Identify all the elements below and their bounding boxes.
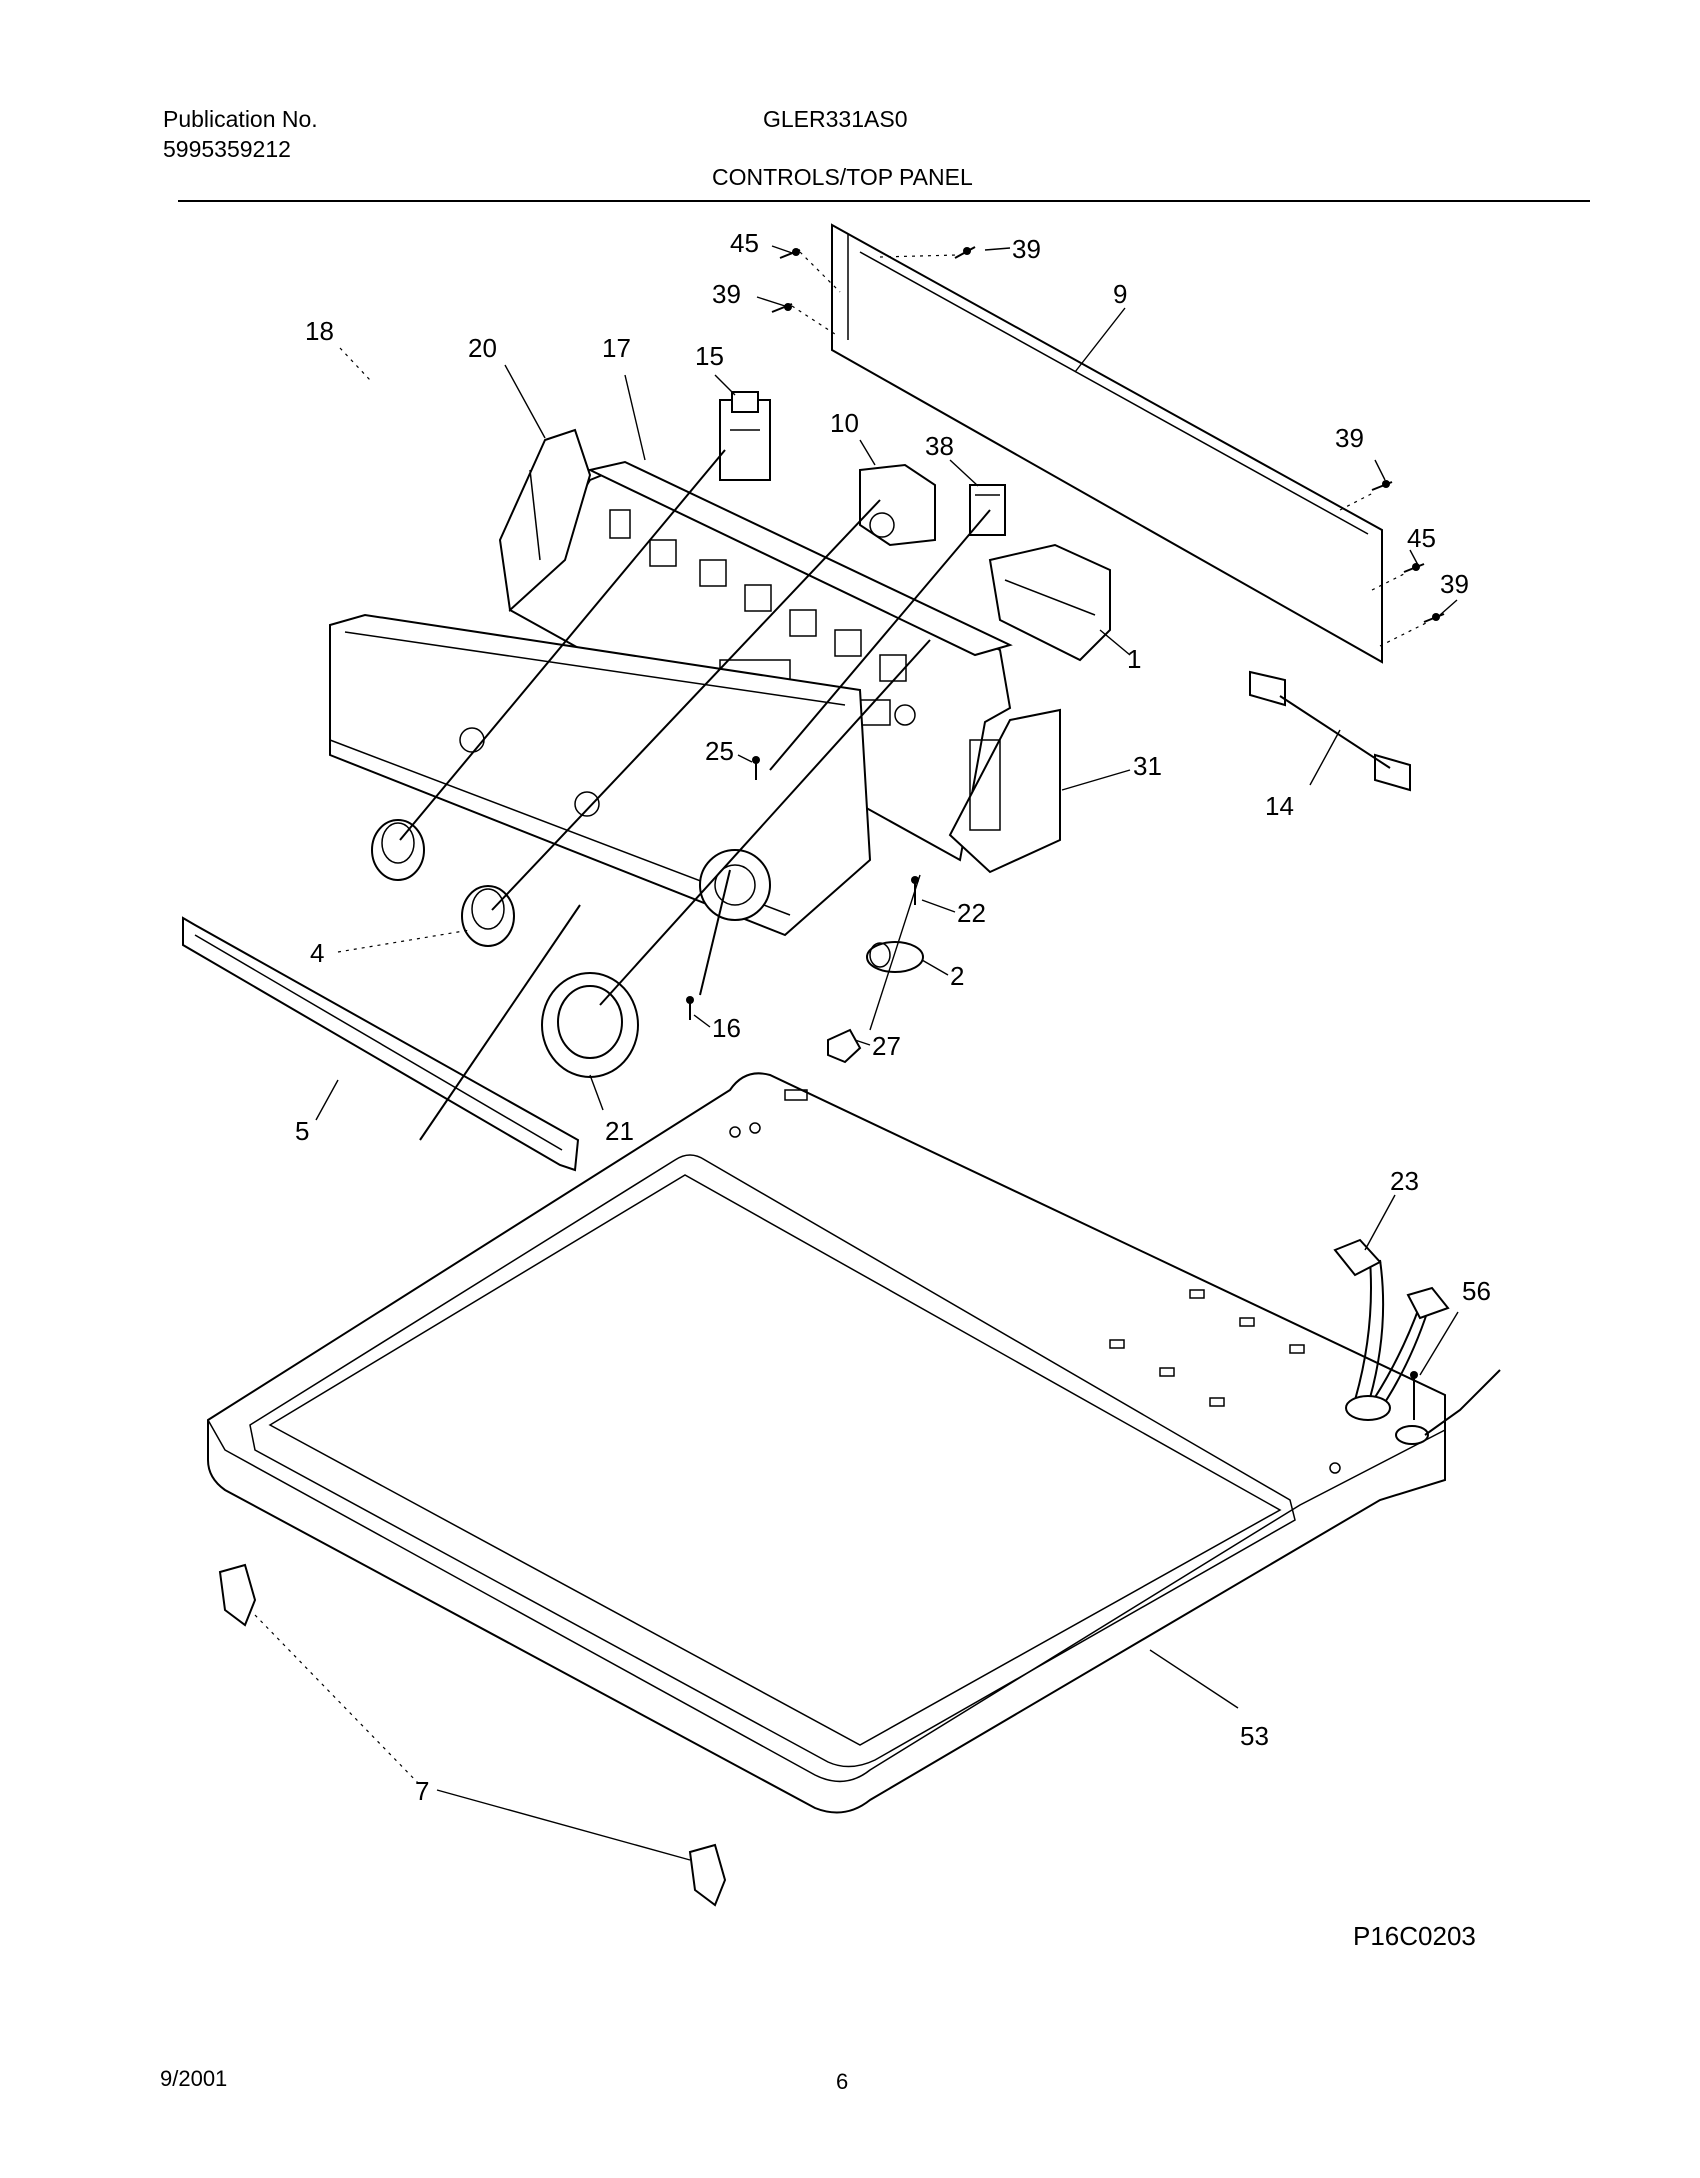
screws-top-left (771, 246, 976, 337)
callout-labels: 45 39 39 9 20 17 15 10 38 39 45 39 18 1 … (295, 228, 1491, 1951)
part-53-top-panel (207, 1072, 1446, 1814)
callout-18: 18 (305, 316, 334, 346)
model-number: GLER331AS0 (763, 106, 908, 132)
callout-39-right-lower: 39 (1440, 569, 1469, 599)
diagram-code: P16C0203 (1353, 1921, 1476, 1951)
callout-38: 38 (925, 431, 954, 461)
part-20-left-end-cap (498, 428, 592, 613)
footer-page-number: 6 (836, 2069, 849, 2094)
callout-45-right: 45 (1407, 523, 1436, 553)
header-rule (178, 200, 1590, 202)
callout-31: 31 (1133, 751, 1162, 781)
assembly-lines (399, 449, 991, 1141)
callout-17: 17 (602, 333, 631, 363)
footer-date: 9/2001 (160, 2066, 228, 2091)
part-14-harness (1249, 670, 1411, 792)
part-23-wiring (1333, 1238, 1450, 1421)
callout-53: 53 (1240, 1721, 1269, 1751)
callout-56: 56 (1462, 1276, 1491, 1306)
callout-5: 5 (295, 1116, 309, 1146)
callout-27: 27 (872, 1031, 901, 1061)
part-7-hinges (218, 1563, 727, 1907)
callout-20: 20 (468, 333, 497, 363)
callout-10: 10 (830, 408, 859, 438)
small-parts (686, 756, 924, 1064)
callout-15: 15 (695, 341, 724, 371)
part-56-ground (1395, 1369, 1501, 1445)
part-1-bracket (988, 543, 1111, 662)
callout-1: 1 (1127, 644, 1141, 674)
publication-number: 5995359212 (163, 136, 291, 162)
callout-25: 25 (705, 736, 734, 766)
part-15-switch (719, 391, 771, 481)
callout-45-top: 45 (730, 228, 759, 258)
part-4-knobs (371, 819, 515, 947)
part-31-right-end-cap (948, 708, 1061, 874)
callout-23: 23 (1390, 1166, 1419, 1196)
publication-label: Publication No. (163, 106, 318, 132)
callout-9: 9 (1113, 279, 1127, 309)
callout-21: 21 (605, 1116, 634, 1146)
section-title: CONTROLS/TOP PANEL (712, 164, 973, 190)
part-10-timer (859, 463, 936, 547)
callout-2: 2 (950, 961, 964, 991)
callout-39-right-upper: 39 (1335, 423, 1364, 453)
callout-39-top-left: 39 (712, 279, 741, 309)
part-5-trim (182, 916, 580, 1172)
callout-14: 14 (1265, 791, 1294, 821)
callout-leaders (315, 245, 1459, 1861)
callout-4: 4 (310, 938, 324, 968)
part-9-back-panel (831, 223, 1383, 664)
callout-7: 7 (415, 1776, 429, 1806)
callout-39-top-right: 39 (1012, 234, 1041, 264)
part-21-timer-knob (541, 972, 639, 1078)
callout-22: 22 (957, 898, 986, 928)
callout-16: 16 (712, 1013, 741, 1043)
